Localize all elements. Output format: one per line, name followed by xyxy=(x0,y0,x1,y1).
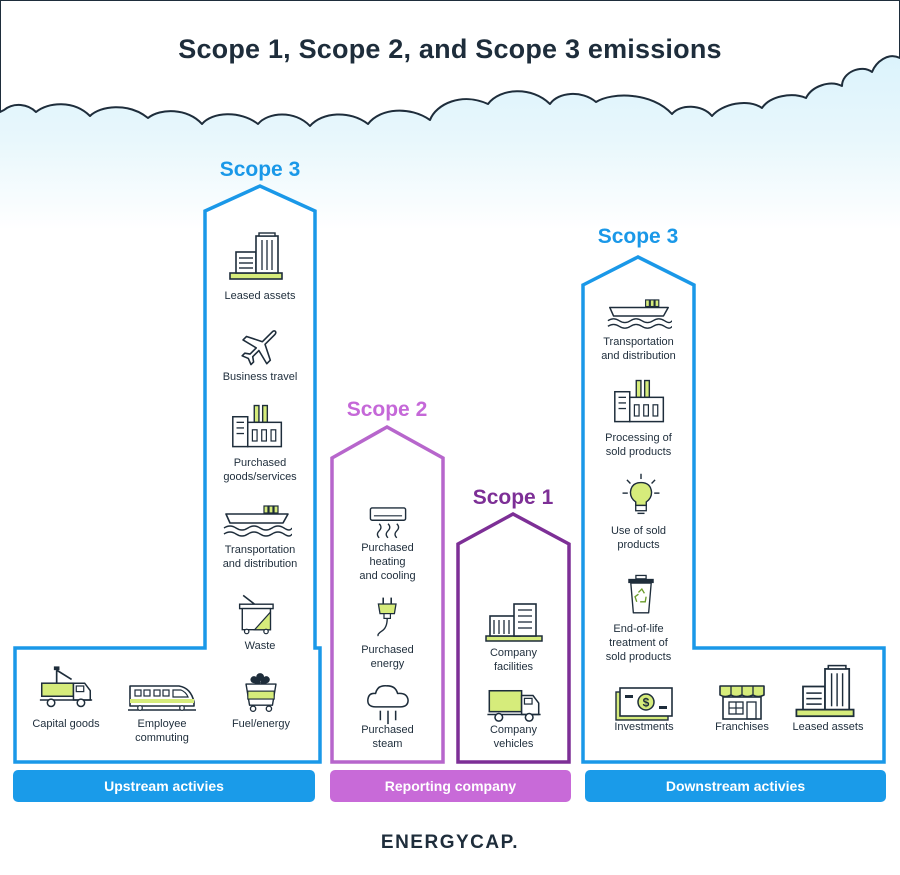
scope-2-heading: Scope 2 xyxy=(346,398,428,421)
label-waste: Waste xyxy=(244,640,276,652)
label-company-vehicles: Company vehicles xyxy=(489,724,538,750)
cloud-shape xyxy=(0,0,900,127)
reporting-company-bar: Reporting company xyxy=(330,770,571,802)
label-leased-assets: Leased assets xyxy=(224,290,296,302)
label-capital-goods: Capital goods xyxy=(32,718,100,730)
label-heating-cooling: Purchased heating and cooling xyxy=(359,542,416,582)
scope-3-downstream-heading: Scope 3 xyxy=(597,225,679,248)
label-purchased-steam: Purchased steam xyxy=(361,724,414,750)
label-transportation-downstream: Transportation and distribution xyxy=(601,336,676,362)
label-investments: Investments xyxy=(614,721,674,733)
label-processing-sold-products: Processing of sold products xyxy=(605,432,672,458)
page-title: Scope 1, Scope 2, and Scope 3 emissions xyxy=(178,34,722,64)
label-franchises: Franchises xyxy=(715,721,769,733)
label-purchased-goods: Purchased goods/services xyxy=(223,457,297,483)
downstream-outline xyxy=(581,255,886,764)
scope-1-heading: Scope 1 xyxy=(472,486,554,509)
train-icon xyxy=(127,685,197,712)
downstream-activities-bar: Downstream activies xyxy=(585,770,886,802)
upstream-activities-bar: Upstream activies xyxy=(13,770,315,802)
scope-3-upstream-heading: Scope 3 xyxy=(219,158,301,181)
label-leased-assets-downstream: Leased assets xyxy=(792,721,864,733)
label-employee-commuting: Employee commuting xyxy=(135,718,189,744)
label-use-of-sold-products: Use of sold products xyxy=(610,525,667,551)
label-company-facilities: Company facilities xyxy=(489,647,538,673)
label-purchased-energy: Purchased energy xyxy=(361,644,414,670)
money-icon xyxy=(615,687,673,721)
storefront-icon xyxy=(719,685,765,720)
label-transportation-upstream: Transportation and distribution xyxy=(222,544,298,570)
label-business-travel: Business travel xyxy=(222,371,298,383)
label-end-of-life: End-of-life treatment of sold products xyxy=(605,623,672,663)
scope2-outline xyxy=(330,424,445,764)
label-fuel-energy: Fuel/energy xyxy=(231,718,291,730)
energycap-logo: ENERGYCAP. xyxy=(380,832,520,853)
